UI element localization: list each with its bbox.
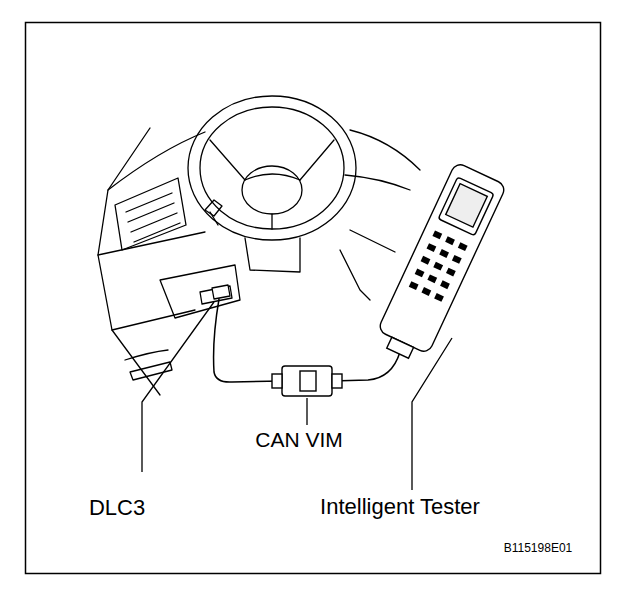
part-name: DLC3 — [89, 495, 145, 520]
leader-line — [306, 398, 307, 425]
figure-code: B115198E01 — [504, 542, 573, 556]
dashboard-drawing — [98, 96, 420, 395]
frame-border — [26, 23, 601, 574]
leader-lines — [142, 302, 452, 490]
part-name: CAN VIM — [255, 428, 343, 452]
leader-line — [142, 302, 214, 472]
leader-line — [412, 338, 452, 490]
can-vim-module — [272, 366, 342, 396]
part-name: Intelligent Tester — [320, 494, 480, 519]
intelligent-tester — [372, 162, 506, 365]
